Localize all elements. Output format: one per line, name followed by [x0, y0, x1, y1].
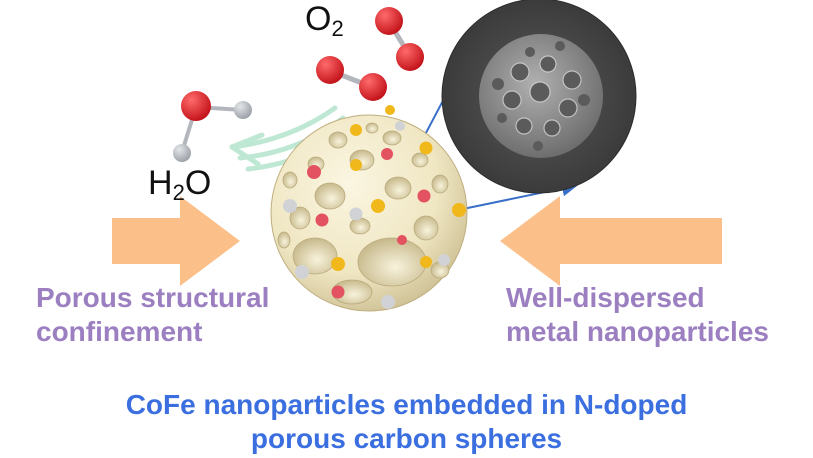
water-molecule: [173, 91, 252, 162]
oxygen-subscript: 2: [331, 16, 344, 41]
oxygen-molecule-upper: [375, 7, 424, 71]
left-label-line2: confinement: [36, 316, 203, 347]
oxygen-symbol: O: [305, 0, 332, 38]
dispersed-nanoparticles-label: Well-dispersed metal nanoparticles: [506, 281, 769, 349]
water-h-symbol: H: [148, 164, 173, 202]
water-o-symbol: O: [184, 164, 212, 202]
right-label-line2: metal nanoparticles: [506, 316, 769, 347]
sem-image: [441, 0, 637, 194]
porous-carbon-sphere: [270, 105, 468, 312]
diagram-caption: CoFe nanoparticles embedded in N-doped p…: [0, 388, 813, 456]
caption-line2: porous carbon spheres: [250, 423, 563, 454]
left-arrow-shape: [112, 196, 240, 286]
left-label-line1: Porous structural: [36, 282, 270, 313]
right-arrow-shape: [500, 196, 722, 286]
water-formula: H2O: [148, 166, 211, 204]
oxygen-formula: O2: [305, 2, 344, 40]
water-subscript: 2: [172, 180, 185, 205]
caption-line1: CoFe nanoparticles embedded in N-doped: [125, 389, 688, 420]
right-label-line1: Well-dispersed: [506, 282, 705, 313]
porous-confinement-label: Porous structural confinement: [36, 281, 269, 349]
oxygen-molecule-lower: [316, 56, 387, 101]
